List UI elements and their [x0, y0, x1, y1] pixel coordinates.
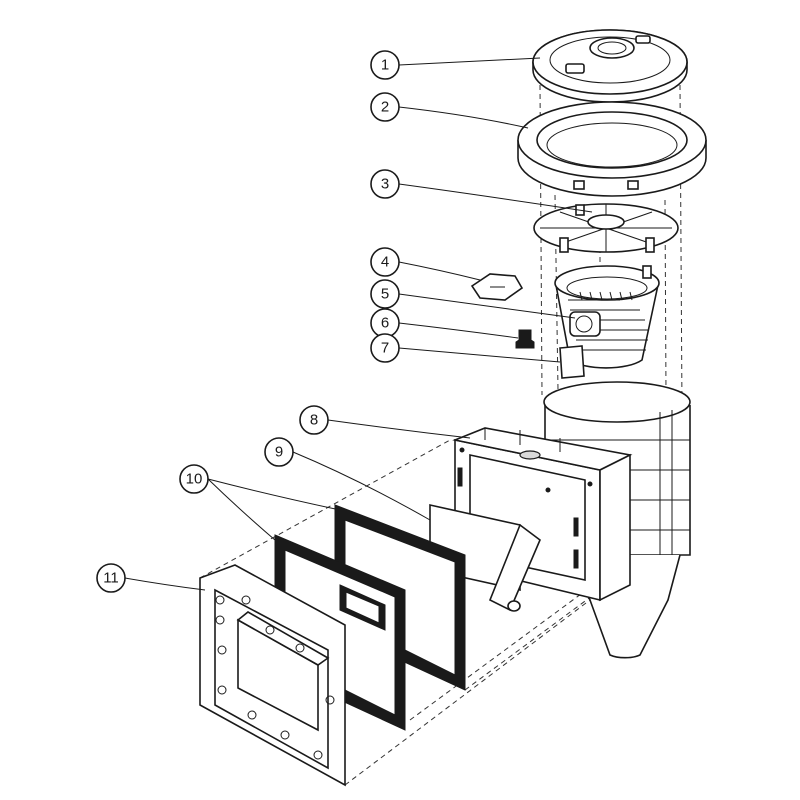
callout-4-number: 4 [381, 254, 389, 271]
callout-2-number: 2 [381, 99, 389, 116]
part-6-plug [515, 329, 535, 349]
assembly-guide-lines [199, 84, 683, 786]
callout-7: 7 [370, 333, 400, 363]
part-3-plate [533, 203, 679, 253]
callout-8-number: 8 [310, 412, 318, 429]
callout-2: 2 [370, 92, 400, 122]
callout-11-number: 11 [103, 570, 119, 587]
callout-6: 6 [370, 308, 400, 338]
callout-11: 11 [96, 563, 126, 593]
callout-3: 3 [370, 169, 400, 199]
callout-1-number: 1 [381, 57, 389, 74]
callout-5-number: 5 [381, 286, 389, 303]
callout-6-number: 6 [381, 315, 389, 332]
callout-9: 9 [264, 437, 294, 467]
part-11-face-plate [199, 564, 346, 787]
callout-8: 8 [299, 405, 329, 435]
callout-5: 5 [370, 279, 400, 309]
callout-9-number: 9 [275, 444, 283, 461]
part-4-small-plate [470, 273, 524, 301]
part-1-lid [532, 29, 688, 103]
callout-3-number: 3 [381, 176, 389, 193]
part-7-flap [559, 345, 585, 379]
callout-7-number: 7 [381, 340, 389, 357]
callout-1: 1 [370, 50, 400, 80]
leader-lines [124, 57, 593, 591]
part-2-collar [517, 101, 707, 197]
callout-10-number: 10 [186, 471, 203, 488]
callout-10: 10 [179, 464, 209, 494]
callout-4: 4 [370, 247, 400, 277]
